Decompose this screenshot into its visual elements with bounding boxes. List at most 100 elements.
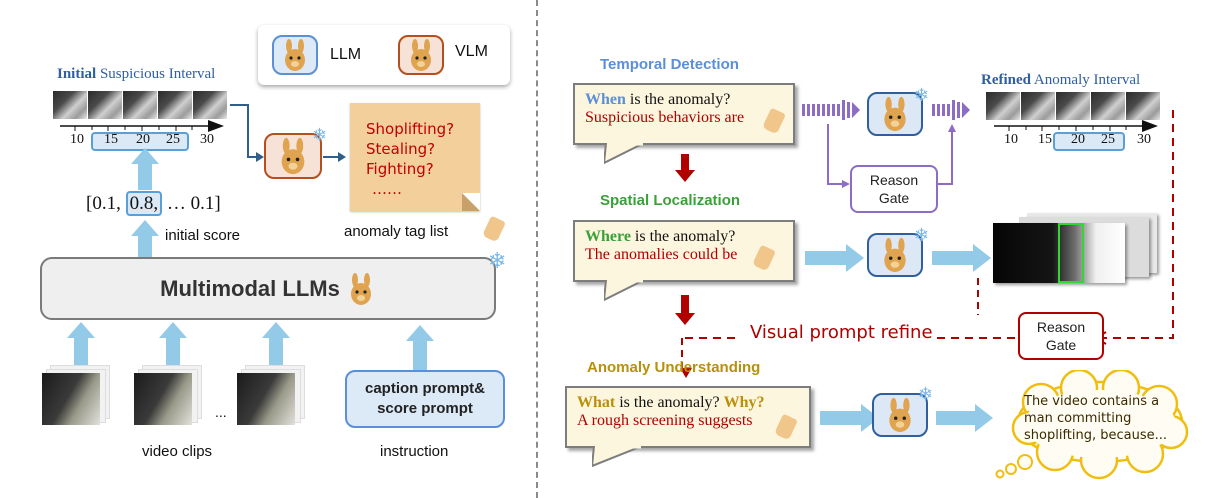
note-fold <box>462 193 480 211</box>
anomaly-understanding-title: Anomaly Understanding <box>587 359 761 376</box>
purple-dashed-arrow <box>802 100 860 120</box>
refined-interval-title-rest: Anomaly Interval <box>1031 72 1141 88</box>
visual-prompt-refine-label: Visual prompt refine <box>750 322 933 343</box>
llama-llm-icon <box>272 35 318 75</box>
tag-list: Shoplifting? Stealing? Fighting? …… <box>350 103 480 199</box>
temporal-question-bubble: When is the anomaly? Suspicious behavior… <box>573 83 795 145</box>
video-frame <box>88 91 122 119</box>
up-arrow-shaft <box>166 338 180 368</box>
up-arrow-shaft <box>269 338 283 368</box>
tick-label: 10 <box>70 132 84 147</box>
score-vector: [0.1, 0.8, … 0.1] <box>86 191 221 216</box>
llama-icon <box>350 272 371 305</box>
gate-label: Gate <box>1045 337 1077 353</box>
tag-item: …… <box>372 180 402 198</box>
section-divider <box>536 0 538 498</box>
tick-label: 25 <box>1101 132 1115 147</box>
tick-label: 25 <box>166 132 180 147</box>
right-arrow-icon <box>975 404 993 432</box>
refined-interval-highlight <box>1053 132 1125 151</box>
llm-node-spatial <box>867 233 923 277</box>
gate-label: Gate <box>878 190 910 206</box>
video-clips-label: video clips <box>142 443 213 460</box>
reason-gate-spatial: Reason Gate <box>1018 312 1104 360</box>
video-frame <box>193 91 227 119</box>
video-frame <box>53 91 87 119</box>
video-frame <box>1091 92 1125 120</box>
question-text: is the anomaly? <box>625 91 731 108</box>
tag-icon <box>482 215 506 243</box>
initial-interval-title-rest: Suspicious Interval <box>96 66 216 82</box>
down-arrow-icon <box>675 170 695 182</box>
output-line: shoplifting, because... <box>1024 428 1168 443</box>
down-arrow-shaft <box>681 154 689 170</box>
snowflake-frozen-icon: ❄ <box>914 85 930 105</box>
tag-item: Fighting? <box>366 160 434 178</box>
bubble-tail <box>592 446 643 468</box>
multimodal-llms-title: Multimodal LLMs <box>160 275 340 301</box>
thought-cloud <box>995 370 1189 480</box>
tick-label: 10 <box>1004 132 1018 147</box>
up-arrow-icon <box>131 148 159 164</box>
llama-icon <box>281 137 305 175</box>
reason-gate-routing <box>827 124 956 188</box>
tag-item: Stealing? <box>366 140 436 158</box>
refined-interval-title: Refined Anomaly Interval <box>981 72 1140 89</box>
answer-text: A rough screening suggests <box>577 412 753 429</box>
tick-label: 15 <box>1038 132 1052 147</box>
output-line: man committing <box>1024 411 1132 426</box>
video-frame <box>1021 92 1055 120</box>
bubble-tail <box>604 280 645 302</box>
question-keyword: When <box>585 91 626 108</box>
up-arrow-icon <box>67 322 95 338</box>
llama-icon <box>889 397 911 433</box>
snowflake-frozen-icon: ❄ <box>312 125 328 145</box>
output-line: The video contains a <box>1024 394 1160 409</box>
video-clip <box>134 365 202 427</box>
initial-timeline-axis <box>60 120 224 132</box>
right-arrow-icon <box>973 244 991 272</box>
legend-llm-label: LLM <box>330 46 362 63</box>
tag-item: Shoplifting? <box>366 120 455 138</box>
video-frame <box>993 223 1125 283</box>
up-arrow-icon <box>159 322 187 338</box>
up-arrow-icon <box>262 322 290 338</box>
output-explanation: The video contains a man committing shop… <box>1024 393 1167 444</box>
snowflake-frozen-icon: ❄ <box>488 248 507 273</box>
strip-to-vlm-connector <box>230 104 346 162</box>
up-arrow-icon <box>406 325 434 341</box>
gate-label: Reason <box>1036 319 1086 335</box>
anomaly-tag-note: Shoplifting? Stealing? Fighting? …… <box>350 103 480 211</box>
snowflake-frozen-icon: ❄ <box>918 384 934 404</box>
tick-label: 30 <box>1137 132 1151 147</box>
llama-vlm-icon <box>398 35 444 75</box>
initial-film-strip <box>53 91 227 119</box>
tick-label: 20 <box>136 132 150 147</box>
score-open: [0.1, <box>86 193 126 214</box>
localized-frames <box>993 213 1157 283</box>
tick-label: 30 <box>200 132 214 147</box>
tag-list-label: anomaly tag list <box>344 223 449 240</box>
instruction-line: score prompt <box>377 400 473 417</box>
up-arrow-shaft <box>413 341 427 371</box>
initial-interval-title: Initial Suspicious Interval <box>57 66 215 83</box>
right-arrow-shaft <box>932 251 974 265</box>
spatial-question-bubble: Where is the anomaly? The anomalies coul… <box>573 220 795 282</box>
llama-icon <box>884 237 906 273</box>
question-text: is the anomaly? <box>630 228 736 245</box>
question-keyword: Where <box>585 228 631 245</box>
legend-vlm-label: VLM <box>455 43 488 60</box>
down-arrow-shaft <box>681 295 689 313</box>
up-arrow-icon <box>131 220 159 236</box>
down-arrow-icon <box>675 313 695 325</box>
instruction-label: instruction <box>380 443 449 460</box>
initial-interval-title-bold: Initial <box>57 66 97 82</box>
spatial-localization-title: Spatial Localization <box>600 192 741 209</box>
video-frame <box>158 91 192 119</box>
up-arrow-shaft <box>138 164 152 190</box>
llm-node-temporal <box>867 92 923 136</box>
score-highlight: 0.8, <box>125 191 163 216</box>
right-arrow-shaft <box>936 411 976 425</box>
right-arrow-icon <box>846 244 864 272</box>
legend: LLM VLM <box>258 25 510 85</box>
